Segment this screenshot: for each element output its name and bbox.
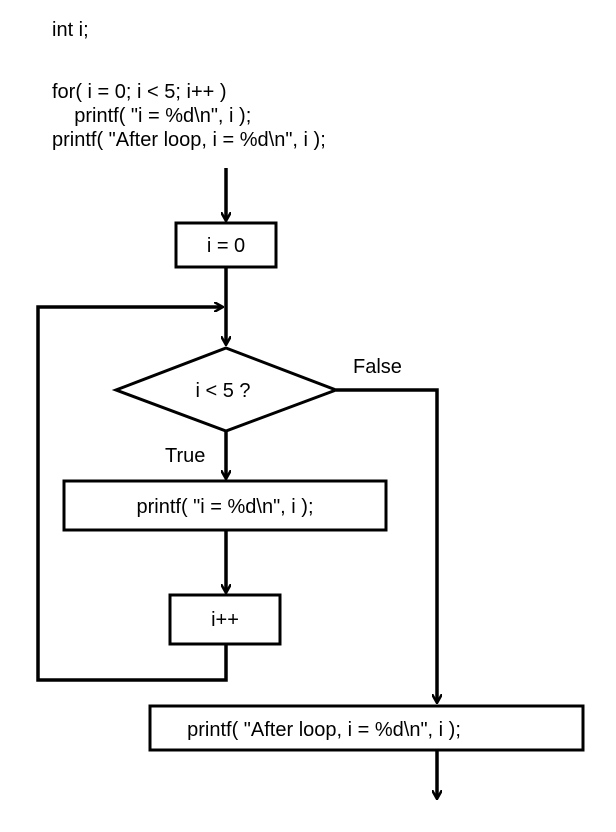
after-loop-box [148, 704, 585, 752]
loop-back-arrow [36, 307, 228, 682]
code-line-declaration: int i; [52, 19, 89, 41]
body-box [62, 479, 388, 532]
after-loop-label: printf( "After loop, i = %d\n", i ); [187, 719, 461, 741]
true-label: True [165, 445, 205, 467]
increment-label: i++ [211, 609, 239, 631]
condition-label: i < 5 ? [195, 380, 250, 402]
init-label: i = 0 [207, 235, 245, 257]
body-label: printf( "i = %d\n", i ); [136, 496, 313, 518]
false-label: False [353, 356, 402, 378]
code-line-body: printf( "i = %d\n", i ); [52, 105, 252, 127]
code-line-after: printf( "After loop, i = %d\n", i ); [52, 129, 326, 151]
false-branch-arrow [336, 388, 437, 702]
init-box [174, 221, 278, 269]
code-line-for: for( i = 0; i < 5; i++ ) [52, 81, 227, 103]
